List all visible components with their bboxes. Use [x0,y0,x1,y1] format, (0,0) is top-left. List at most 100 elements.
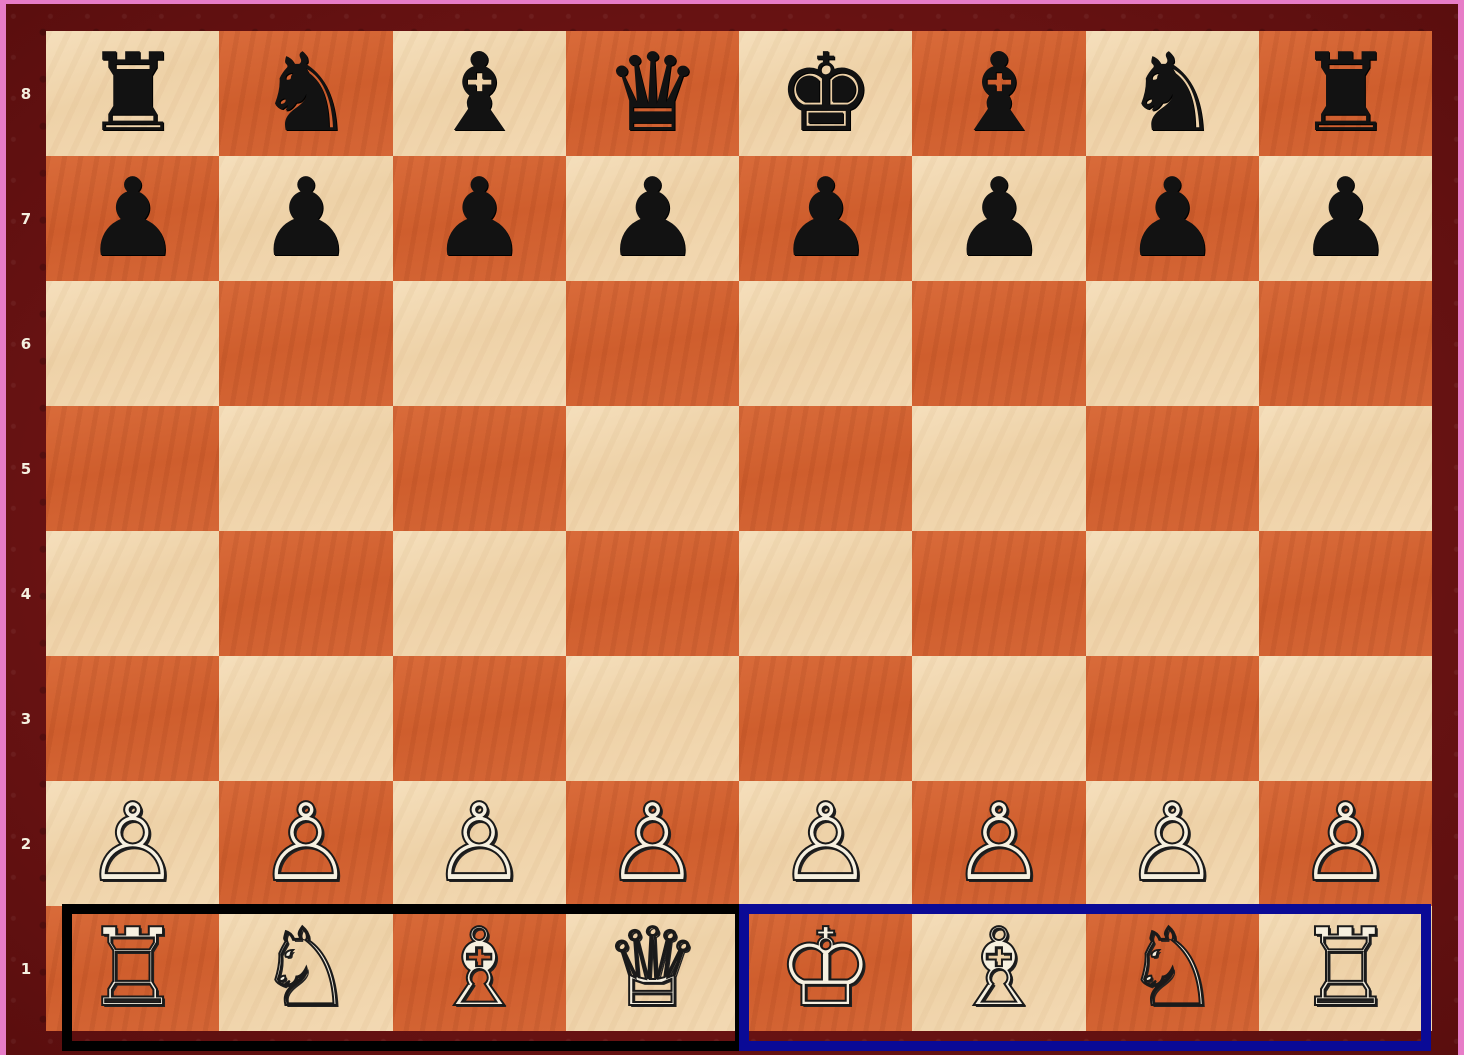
square-h2[interactable]: ♙ [1259,781,1432,906]
black-pawn-icon[interactable]: ♟ [431,165,528,273]
square-b6[interactable] [219,281,392,406]
square-e1[interactable]: ♔ [739,906,912,1031]
square-f7[interactable]: ♟ [912,156,1085,281]
square-g1[interactable]: ♘ [1086,906,1259,1031]
square-h7[interactable]: ♟ [1259,156,1432,281]
black-pawn-icon[interactable]: ♟ [950,165,1047,273]
square-c1[interactable]: ♗ [393,906,566,1031]
black-bishop-icon[interactable]: ♝ [950,40,1047,148]
square-b4[interactable] [219,531,392,656]
square-f3[interactable] [912,656,1085,781]
square-f1[interactable]: ♗ [912,906,1085,1031]
square-c2[interactable]: ♙ [393,781,566,906]
square-a7[interactable]: ♟ [46,156,219,281]
square-b1[interactable]: ♘ [219,906,392,1031]
white-knight-icon[interactable]: ♘ [257,915,354,1023]
square-h1[interactable]: ♖ [1259,906,1432,1031]
square-a8[interactable]: ♜ [46,31,219,156]
square-d8[interactable]: ♛ [566,31,739,156]
square-d3[interactable] [566,656,739,781]
square-c6[interactable] [393,281,566,406]
rank-label-1: 1 [6,906,46,1031]
square-b2[interactable]: ♙ [219,781,392,906]
square-d7[interactable]: ♟ [566,156,739,281]
square-g8[interactable]: ♞ [1086,31,1259,156]
square-e2[interactable]: ♙ [739,781,912,906]
square-d2[interactable]: ♙ [566,781,739,906]
black-pawn-icon[interactable]: ♟ [604,165,701,273]
square-d6[interactable] [566,281,739,406]
square-e3[interactable] [739,656,912,781]
black-bishop-icon[interactable]: ♝ [431,40,528,148]
white-bishop-icon[interactable]: ♗ [431,915,528,1023]
square-h4[interactable] [1259,531,1432,656]
square-f2[interactable]: ♙ [912,781,1085,906]
square-g7[interactable]: ♟ [1086,156,1259,281]
white-pawn-icon[interactable]: ♙ [84,790,181,898]
black-knight-icon[interactable]: ♞ [1124,40,1221,148]
square-c5[interactable] [393,406,566,531]
black-pawn-icon[interactable]: ♟ [1297,165,1394,273]
square-a3[interactable] [46,656,219,781]
white-queen-icon[interactable]: ♕ [604,915,701,1023]
square-a4[interactable] [46,531,219,656]
square-f6[interactable] [912,281,1085,406]
square-g4[interactable] [1086,531,1259,656]
black-queen-icon[interactable]: ♛ [604,40,701,148]
black-pawn-icon[interactable]: ♟ [84,165,181,273]
square-d4[interactable] [566,531,739,656]
white-pawn-icon[interactable]: ♙ [604,790,701,898]
square-g5[interactable] [1086,406,1259,531]
square-c7[interactable]: ♟ [393,156,566,281]
square-e4[interactable] [739,531,912,656]
square-h6[interactable] [1259,281,1432,406]
square-e6[interactable] [739,281,912,406]
square-e5[interactable] [739,406,912,531]
square-f8[interactable]: ♝ [912,31,1085,156]
rank-label-4: 4 [6,531,46,656]
black-knight-icon[interactable]: ♞ [257,40,354,148]
square-a5[interactable] [46,406,219,531]
square-a6[interactable] [46,281,219,406]
black-pawn-icon[interactable]: ♟ [257,165,354,273]
white-rook-icon[interactable]: ♖ [1297,915,1394,1023]
square-e7[interactable]: ♟ [739,156,912,281]
square-h3[interactable] [1259,656,1432,781]
square-c4[interactable] [393,531,566,656]
black-king-icon[interactable]: ♚ [777,40,874,148]
square-b7[interactable]: ♟ [219,156,392,281]
square-d1[interactable]: ♕ [566,906,739,1031]
white-rook-icon[interactable]: ♖ [84,915,181,1023]
black-pawn-icon[interactable]: ♟ [1124,165,1221,273]
white-pawn-icon[interactable]: ♙ [777,790,874,898]
black-rook-icon[interactable]: ♜ [84,40,181,148]
square-e8[interactable]: ♚ [739,31,912,156]
white-pawn-icon[interactable]: ♙ [431,790,528,898]
square-c8[interactable]: ♝ [393,31,566,156]
square-f4[interactable] [912,531,1085,656]
square-b5[interactable] [219,406,392,531]
white-pawn-icon[interactable]: ♙ [950,790,1047,898]
square-f5[interactable] [912,406,1085,531]
white-pawn-icon[interactable]: ♙ [1124,790,1221,898]
white-knight-icon[interactable]: ♘ [1124,915,1221,1023]
black-pawn-icon[interactable]: ♟ [777,165,874,273]
white-pawn-icon[interactable]: ♙ [1297,790,1394,898]
white-bishop-icon[interactable]: ♗ [950,915,1047,1023]
square-h5[interactable] [1259,406,1432,531]
white-king-icon[interactable]: ♔ [777,915,874,1023]
rank-label-7: 7 [6,156,46,281]
square-b8[interactable]: ♞ [219,31,392,156]
square-d5[interactable] [566,406,739,531]
square-g2[interactable]: ♙ [1086,781,1259,906]
chess-board[interactable]: ♜ ♞ ♝ ♛ ♚ ♝ ♞ ♜ ♟ ♟ ♟ ♟ ♟ ♟ ♟ ♟ ♙ ♙ ♙ ♙ ♙ ♙ ♙ ♙ ♖ ♘ ♗ ♕ ♔ ♗ ♘ ♖ [46,31,1432,1031]
square-b3[interactable] [219,656,392,781]
square-a2[interactable]: ♙ [46,781,219,906]
square-h8[interactable]: ♜ [1259,31,1432,156]
white-pawn-icon[interactable]: ♙ [257,790,354,898]
square-a1[interactable]: ♖ [46,906,219,1031]
black-rook-icon[interactable]: ♜ [1297,40,1394,148]
square-c3[interactable] [393,656,566,781]
square-g6[interactable] [1086,281,1259,406]
square-g3[interactable] [1086,656,1259,781]
